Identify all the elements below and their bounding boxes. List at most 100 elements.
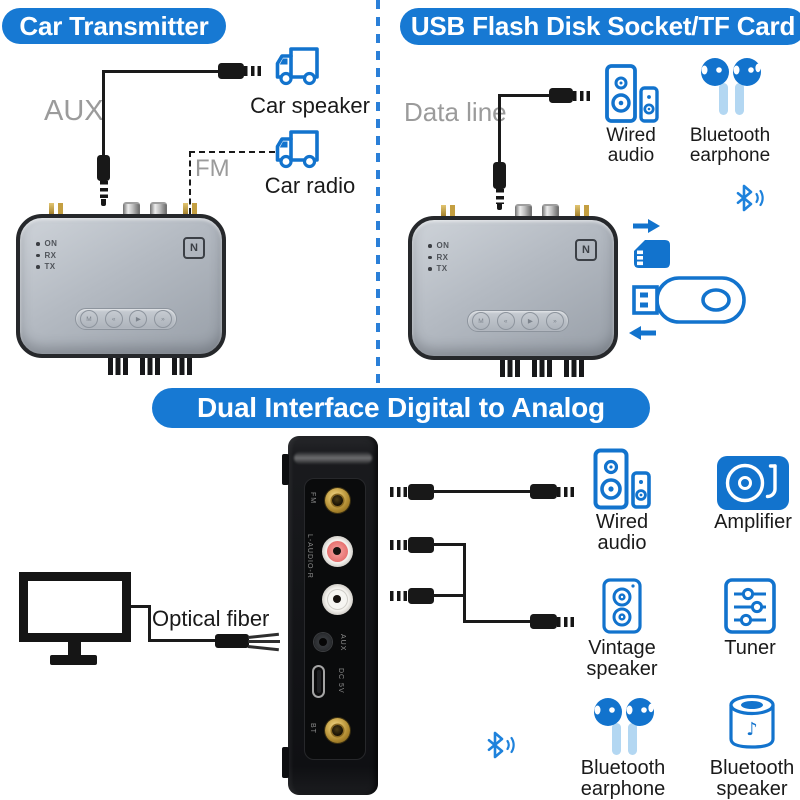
output-plug-group [108,357,128,375]
audio-cable [433,543,466,546]
antenna-pins [49,203,54,215]
aux-port [314,633,332,651]
led-rx-label: RX [436,252,449,262]
aux-plug-tip [390,487,408,497]
rca-connector [150,202,167,217]
fm-antenna-port [324,487,350,513]
data-line-label: Data line [404,97,507,127]
led-dot [36,265,40,269]
led-on-label: ON [44,239,58,249]
led-dot [428,255,432,259]
led-dot [36,253,40,257]
bluetooth-speaker-label: Bluetooth speaker [709,757,795,800]
aux-plug [408,483,434,500]
bluetooth-adapter-device: ON RX TX N M « ▶ » [408,204,618,377]
mode-button: M [472,312,490,330]
media-button-bar: M « ▶ » [467,310,569,332]
tv-stand [50,655,97,665]
aux-plug [530,484,557,499]
led-tx-label: TX [44,262,56,272]
rca-connector [542,204,559,219]
aux-plug-tip [244,66,262,76]
car-speaker-label: Car speaker [250,93,370,118]
led-tx: TX [428,263,449,275]
bluetooth-speaker-icon: ♪ [729,694,775,749]
antenna-pins [441,205,446,217]
led-rx: RX [36,250,57,262]
bluetooth-earphone-icon [594,698,654,755]
optical-connector-pin [247,632,279,639]
rca-red-port [321,535,353,567]
aux-plug-tip [101,199,106,206]
led-tx: TX [36,261,57,273]
amplifier-icon [717,456,789,510]
bt-antenna-port [324,717,350,743]
led-dot [36,242,40,246]
bluetooth-earphone-label: Bluetooth earphone [580,757,666,800]
audio-cable [433,489,532,493]
optical-cable [131,605,151,608]
nfc-logo: N [183,237,205,259]
mount-tab [282,747,289,778]
fm-label: FM [195,155,230,182]
aux-plug [218,63,244,79]
bluetooth-icon [487,731,515,759]
bluetooth-icon [736,184,764,212]
media-button-bar: M « ▶ » [75,308,177,330]
tv-stand [68,641,81,657]
device-face: ON RX TX N M « ▶ » [16,214,226,358]
svg-text:♪: ♪ [746,719,758,740]
section-divider [376,0,380,390]
aux-plug-tip [99,181,108,199]
rear-panel [304,478,366,760]
aux-plug-tip [557,617,574,627]
data-line-plug-tip [573,90,591,101]
usb-flash-drive-icon [632,276,746,324]
play-button: ▶ [129,310,148,328]
aux-cable [102,70,221,73]
fm-dashed-line [189,151,191,214]
car-radio-label: Car radio [264,173,356,198]
optical-connector-pin [247,644,279,651]
aux-plug-tip [557,487,574,497]
device-face: ON RX TX N M « ▶ » [408,216,618,360]
optical-cable [148,639,218,642]
tv-icon [19,572,131,642]
play-button: ▶ [521,312,540,330]
aux-plug-tip [390,540,408,550]
prev-button: « [496,312,515,330]
output-plug-group [172,357,192,375]
vintage-speaker-label: Vintage speaker [586,637,658,680]
antenna-pins [575,205,580,217]
insert-arrow-icon [633,219,660,233]
tuner-icon [724,578,776,634]
nfc-logo: N [575,239,597,261]
wired-audio-icon [593,448,651,510]
data-line-plug [493,162,506,189]
next-button: » [153,310,172,328]
rca-white-port [321,583,353,615]
amplifier-label: Amplifier [714,511,792,533]
led-on: ON [428,240,449,252]
wired-audio-icon [605,64,659,123]
aux-plug [530,614,557,629]
led-on: ON [36,238,57,250]
data-line-plug [549,88,573,103]
aux-port-label: AUX [339,634,346,652]
aux-plug [408,536,434,553]
tuner-label: Tuner [724,637,776,659]
bluetooth-adapter-device: ON RX TX N M « ▶ » [16,202,226,375]
led-indicators: ON RX TX [428,240,449,275]
wired-audio-label: Wired audio [595,511,649,554]
aux-plug-tip [390,591,408,601]
dac-device-rear: FM L-AUDIO-R AUX DC 5V BT [282,436,378,795]
optical-connector-pin [248,640,280,643]
aux-plug [408,587,434,604]
antenna-pins [183,203,188,215]
optical-fiber-label: Optical fiber [152,606,270,631]
bluetooth-earphone-icon [701,58,761,115]
led-on-label: ON [436,241,450,251]
car-transmitter-title: Car Transmitter [2,8,226,44]
data-line-plug-tip [495,189,504,204]
mode-button: M [80,310,98,328]
